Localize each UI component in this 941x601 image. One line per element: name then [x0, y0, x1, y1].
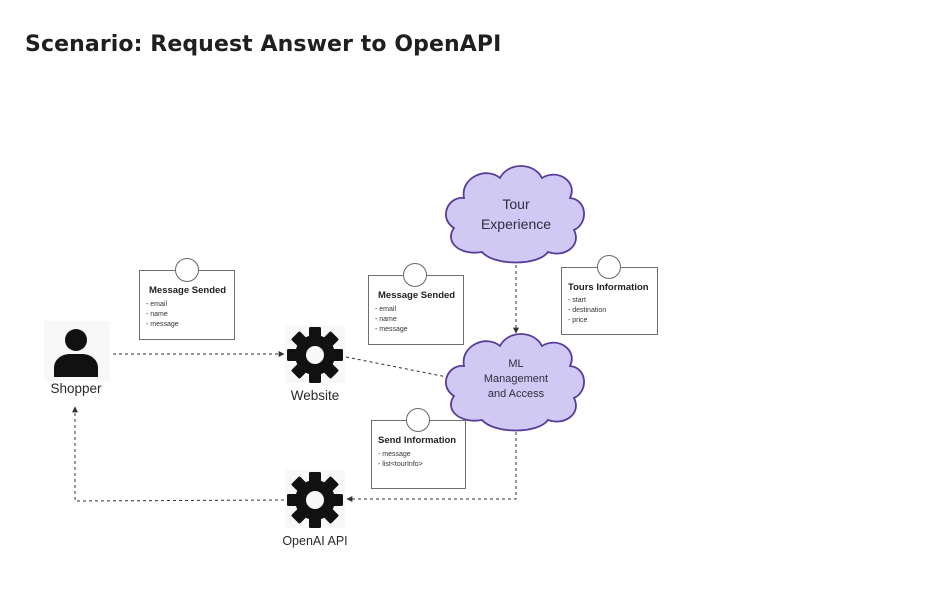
card-field: - message: [378, 451, 411, 458]
card-connector-circle: [175, 258, 199, 282]
tour-experience-label: Tour Experience: [466, 194, 566, 234]
card-title: Message Sended: [378, 290, 456, 301]
person-icon: [44, 321, 110, 381]
card-field: - name: [146, 311, 168, 319]
card-fields: - email - name - message: [375, 305, 408, 336]
openai-api-label: OpenAI API: [282, 534, 348, 548]
website-label: Website: [290, 388, 340, 403]
card-fields: - start - destination - price: [568, 296, 606, 327]
tour-experience-cloud: [445, 165, 585, 264]
card-connector-circle: [406, 408, 430, 432]
gear-icon: [285, 470, 345, 528]
connector-openai-to-shopper: [72, 406, 285, 502]
card-field: - email: [375, 306, 397, 313]
card-fields: - message - list<tourInfo>: [378, 450, 423, 470]
card-connector-circle: [403, 263, 427, 287]
card-field: - message: [375, 326, 408, 334]
ml-management-line-3: and Access: [487, 388, 545, 400]
card-field: - email: [146, 301, 168, 308]
card-title: Message Sended: [149, 285, 227, 296]
tour-experience-line-1: Tour: [502, 196, 530, 212]
connector-website-to-ml: [345, 356, 453, 380]
card-field: - price: [568, 317, 588, 325]
card-field: - destination: [568, 307, 607, 315]
ml-management-cloud: [445, 333, 585, 432]
card-connector-circle: [597, 255, 621, 279]
card-title: Send Information: [378, 435, 457, 446]
ml-management-line-1: ML: [508, 358, 524, 370]
connector-ml-to-openai: [346, 426, 517, 502]
ml-management-label: ML Management and Access: [466, 357, 566, 402]
card-field: - name: [375, 316, 397, 324]
card-field: - start: [568, 297, 586, 304]
card-fields: - email - name - message: [146, 300, 179, 331]
gear-icon: [285, 325, 345, 383]
shopper-label: Shopper: [50, 381, 102, 396]
card-title: Tours Information: [568, 282, 649, 293]
page-title: Scenario: Request Answer to OpenAPI: [25, 32, 502, 57]
card-field: - list<tourInfo>: [378, 461, 423, 469]
tour-experience-line-2: Experience: [480, 216, 552, 232]
ml-management-line-2: Management: [483, 373, 549, 385]
card-field: - message: [146, 321, 179, 329]
